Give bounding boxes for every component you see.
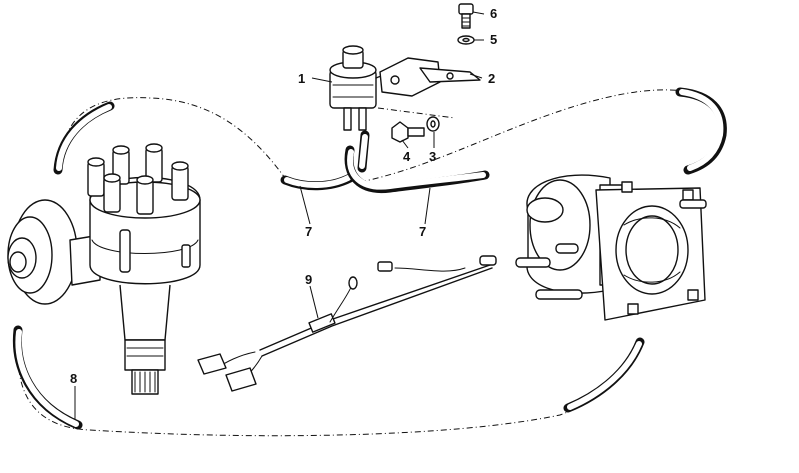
- washer-3: [426, 116, 440, 132]
- vacuum-hose-upper-left: [53, 101, 115, 175]
- callout-label-7b: 7: [419, 224, 427, 239]
- vacuum-hose-upper-right: [675, 87, 727, 175]
- throttle-housing: [515, 174, 707, 321]
- mounting-bracket: [379, 57, 481, 97]
- callout-label-4: 4: [403, 149, 411, 164]
- vacuum-hose-8: [12, 325, 83, 430]
- callout-label-8: 8: [70, 371, 78, 386]
- callout-label-9: 9: [305, 272, 313, 287]
- vacuum-hose-lower-right: [563, 337, 645, 413]
- callout-label-3: 3: [429, 149, 437, 164]
- callout-label-1: 1: [298, 71, 306, 86]
- washer-5: [457, 35, 475, 45]
- distributor-cap-towers: [87, 143, 189, 215]
- vacuum-hose-7-right: [344, 130, 490, 194]
- bolt-6: [458, 3, 474, 29]
- vacuum-hose-7-left: [280, 173, 355, 191]
- vacuum-switch-valve: [329, 45, 401, 131]
- callout-label-6: 6: [490, 6, 498, 21]
- callout-label-2: 2: [488, 71, 496, 86]
- callout-label-5: 5: [490, 32, 498, 47]
- callout-leaders: [74, 11, 485, 420]
- bolt-4: [391, 121, 425, 143]
- wiring-harness: [197, 255, 497, 392]
- ignition-distributor: [7, 143, 201, 395]
- callout-label-7a: 7: [305, 224, 313, 239]
